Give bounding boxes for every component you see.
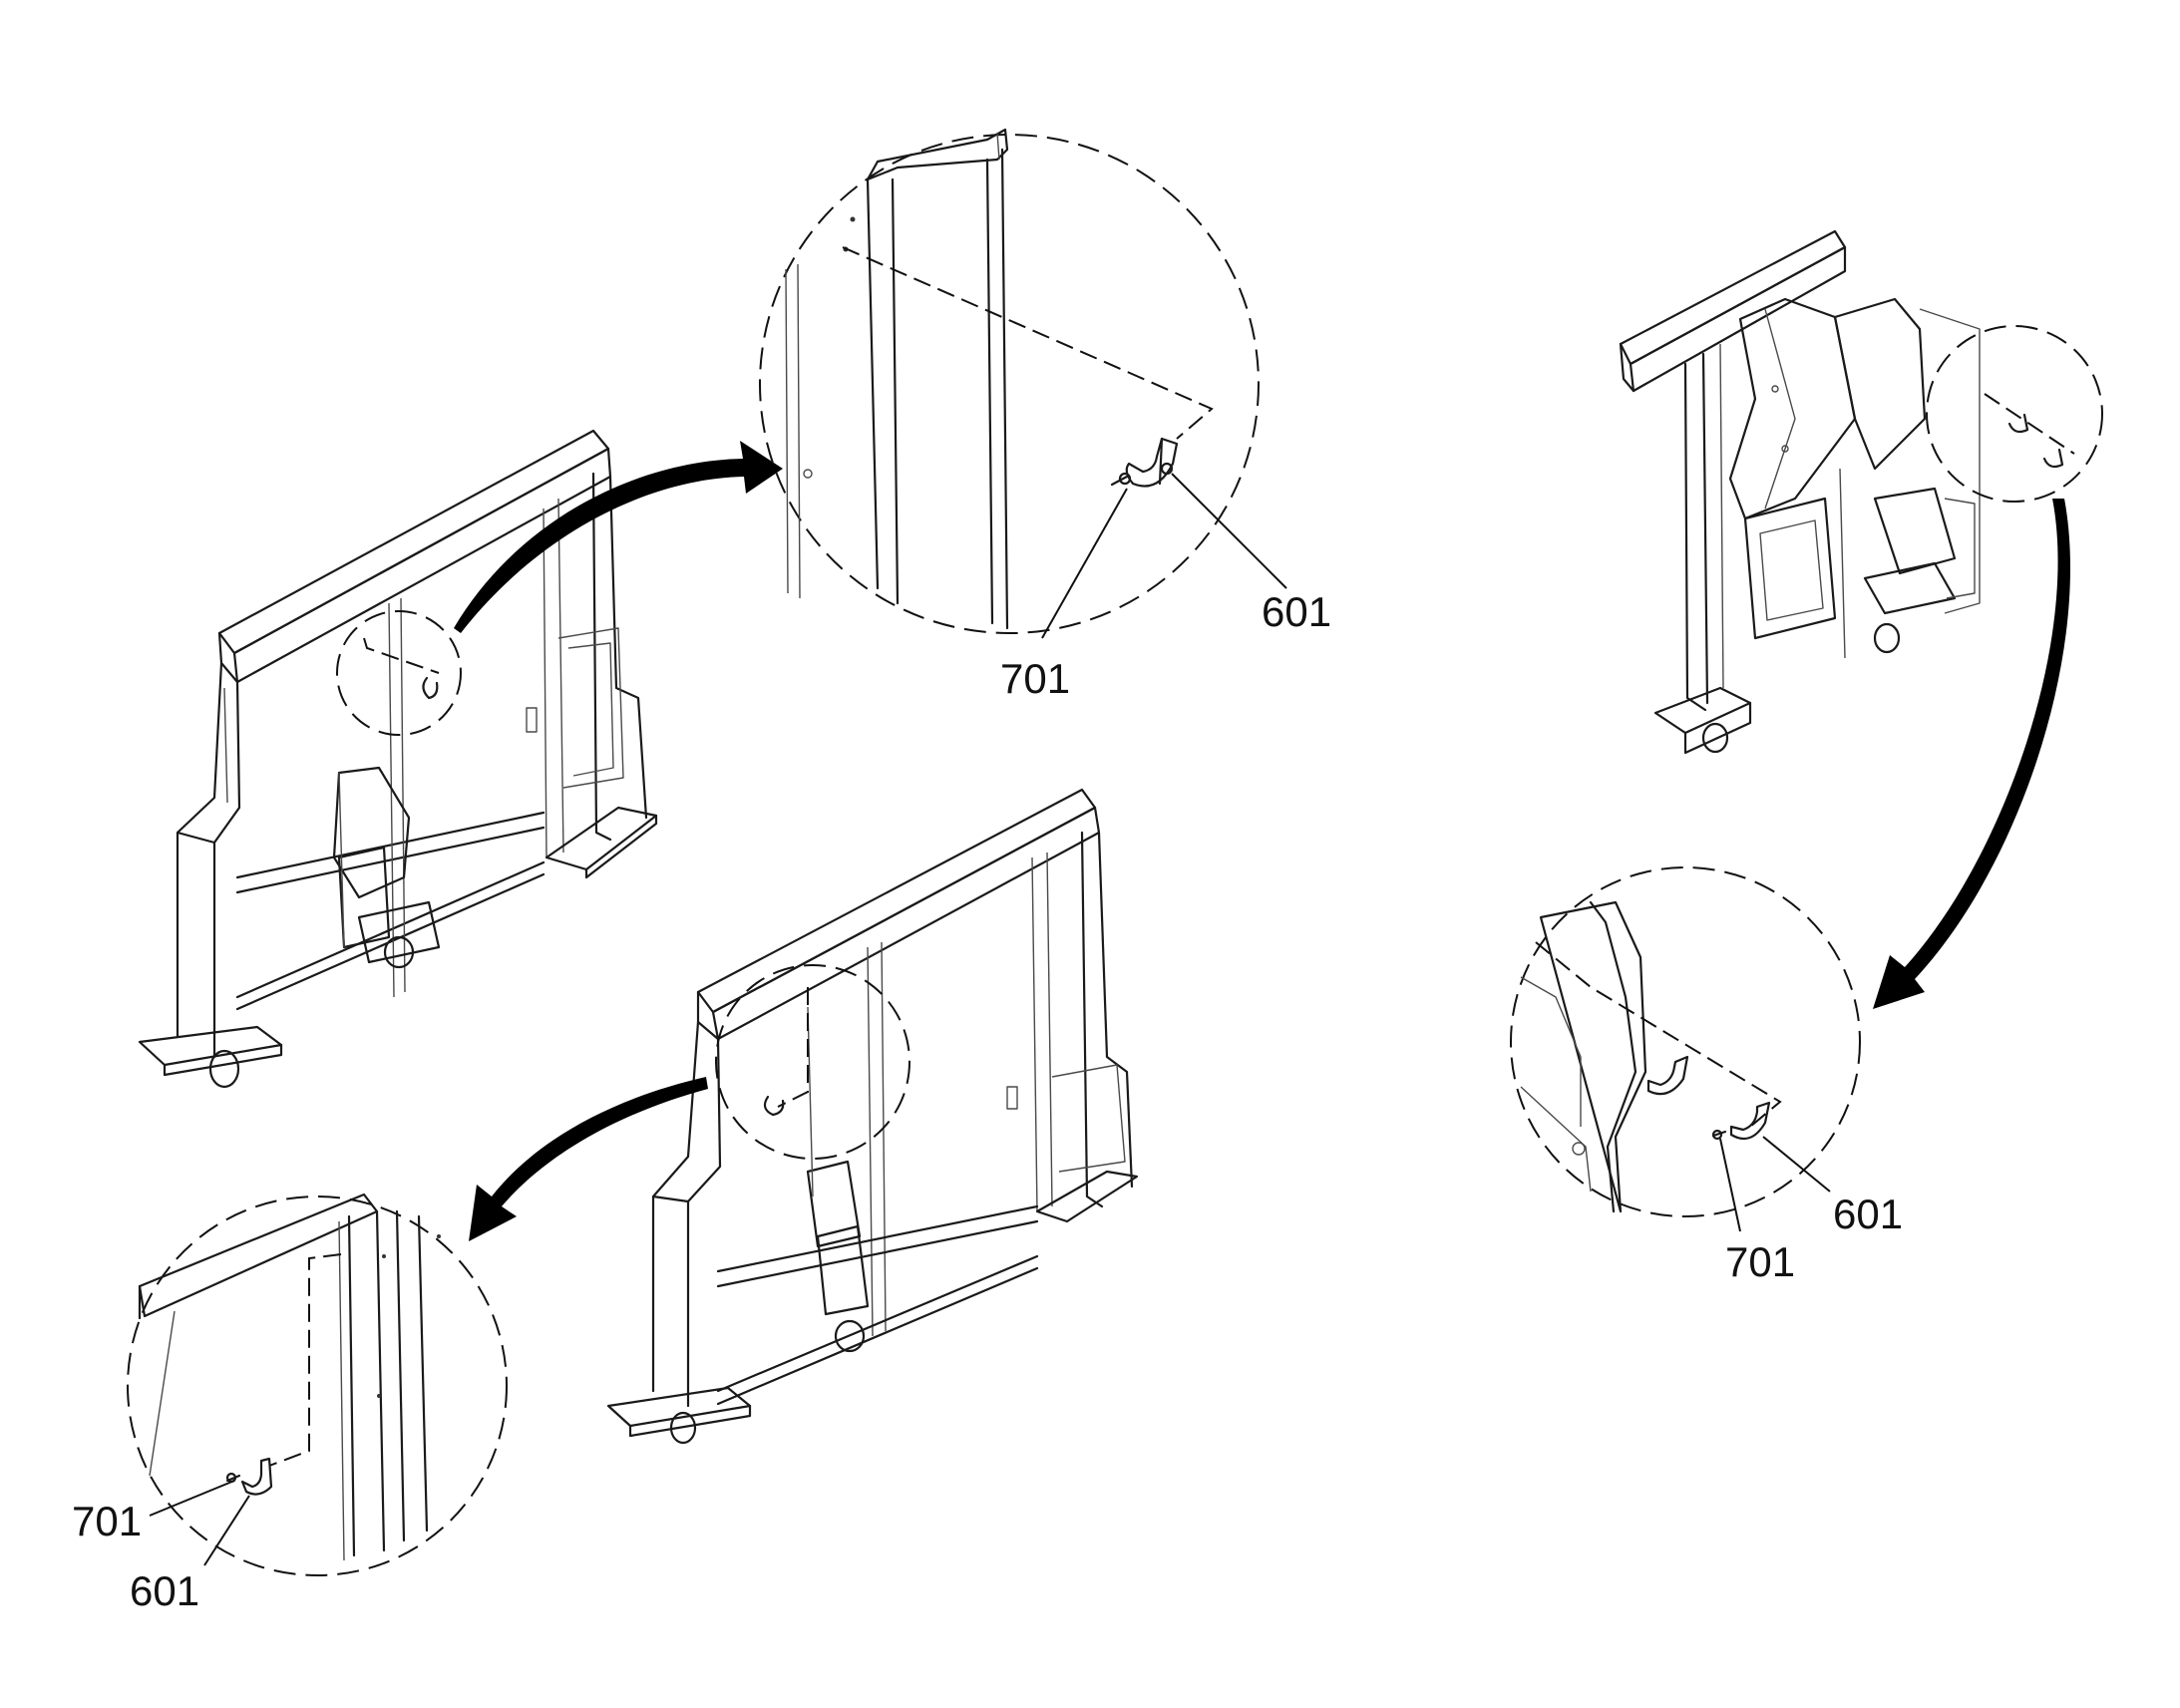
bottom-left-detail: 701 601	[72, 1193, 508, 1614]
clip-bottom-left-detail	[225, 1457, 273, 1496]
right-detail: 701 601	[1510, 866, 1903, 1285]
arrow-to-bottom-left-detail	[469, 1077, 708, 1241]
detail-circle-bottom-left	[127, 1196, 508, 1576]
label-701-right: 701	[1725, 1238, 1795, 1285]
clip-right-detail-1	[1646, 1055, 1689, 1096]
label-601-top: 601	[1262, 588, 1331, 635]
frame-assembly-upper-left	[138, 429, 658, 1089]
label-601-bottom-left: 601	[130, 1567, 199, 1614]
leader-601-top	[1171, 473, 1287, 589]
detail-callout-circle-1	[336, 610, 462, 736]
label-701-top: 701	[1000, 655, 1070, 702]
clip-right-detail-2	[1711, 1101, 1771, 1141]
frame-assembly-bottom-center	[606, 788, 1139, 1445]
detail-callout-circle-3	[1926, 325, 2103, 503]
leader-601-bottom-left	[203, 1495, 250, 1566]
detail-callout-circle-2	[715, 964, 910, 1160]
label-601-right: 601	[1833, 1191, 1903, 1237]
detail-circle-top	[759, 134, 1260, 634]
leader-dash-2	[777, 987, 809, 1108]
leader-701-right	[1719, 1138, 1741, 1232]
clip-small-2	[763, 1095, 785, 1117]
leader-701-bottom-left	[149, 1480, 235, 1517]
clip-small-3	[2007, 413, 2064, 469]
clip-small-1	[422, 676, 439, 700]
leader-dash-3	[1984, 393, 2075, 455]
leader-dash-1	[363, 637, 440, 674]
arrow-to-top-detail	[454, 441, 783, 633]
frame-assembly-right	[1619, 229, 1981, 755]
top-detail: 701 601	[759, 128, 1331, 702]
leader-701-top	[1041, 488, 1128, 639]
arrow-to-right-detail	[1873, 499, 2071, 1009]
detail-circle-right	[1510, 866, 1861, 1217]
leader-601-right	[1762, 1136, 1831, 1193]
clip-top-detail	[1110, 437, 1179, 488]
label-701-bottom-left: 701	[72, 1498, 142, 1544]
